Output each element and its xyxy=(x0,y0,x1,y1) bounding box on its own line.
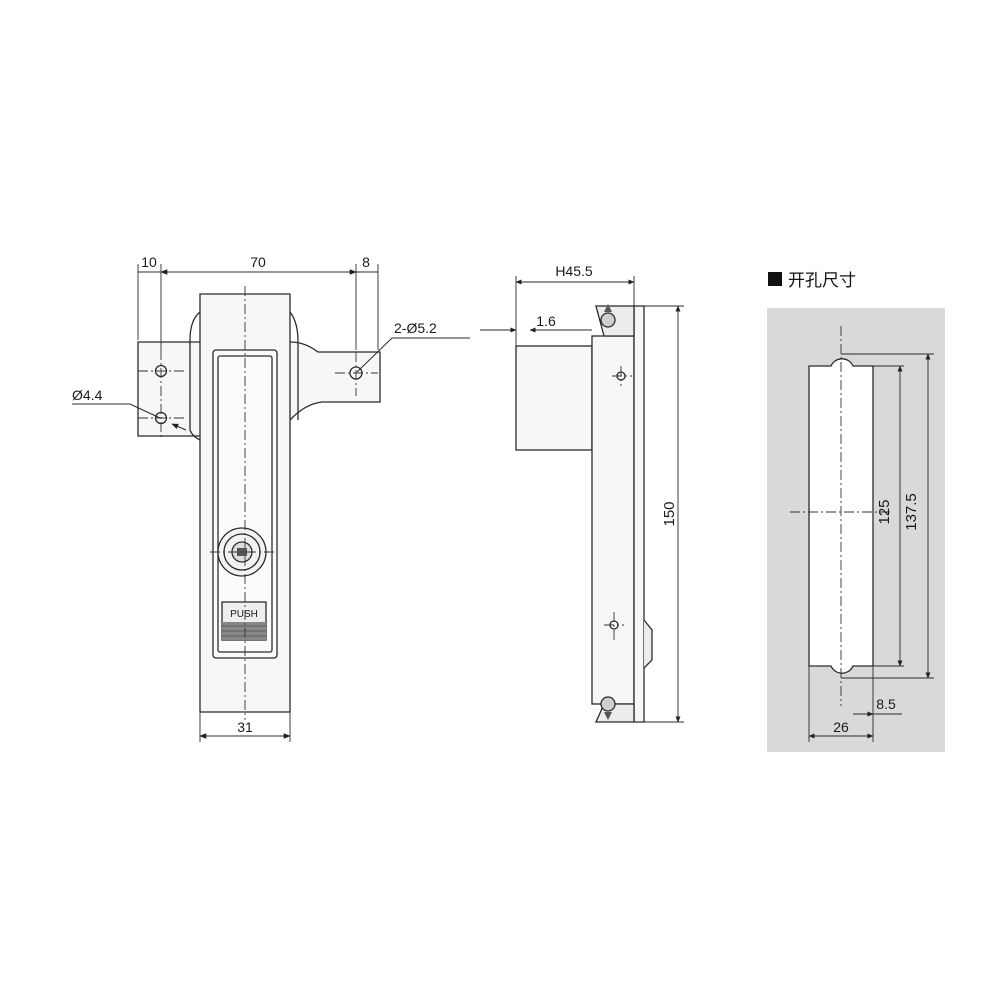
stud-bottom xyxy=(600,696,616,712)
cutout-title-text: 开孔尺寸 xyxy=(788,271,856,291)
dim-front-hole-small: Ø4.4 xyxy=(72,387,103,403)
bezel-side xyxy=(633,305,645,723)
dim-front-width: 31 xyxy=(237,719,253,735)
cutout-title: 开孔尺寸 xyxy=(768,266,856,291)
handle-side xyxy=(591,335,635,705)
dim-cutout-width: 26 xyxy=(833,719,849,735)
dim-cutout-inner-length: 125 xyxy=(876,499,893,524)
front-view xyxy=(72,264,470,742)
dim-front-hole-large: 2-Ø5.2 xyxy=(394,320,437,336)
dim-cutout-outer-length: 137.5 xyxy=(903,493,920,531)
side-view xyxy=(480,276,684,723)
push-label: PUSH xyxy=(230,609,258,620)
cutout-view xyxy=(767,308,945,752)
right-flange xyxy=(289,341,381,421)
dim-side-height: 150 xyxy=(661,501,678,526)
stud-top xyxy=(600,312,616,328)
lock-body-side xyxy=(515,345,593,451)
left-flange xyxy=(137,341,200,437)
dim-side-depth: H45.5 xyxy=(555,263,593,279)
dim-front-hole-pitch: 70 xyxy=(250,254,266,270)
dim-front-left-flange: 10 xyxy=(141,254,157,270)
dim-front-right-flange: 8 xyxy=(362,254,370,270)
square-bullet-icon xyxy=(768,271,782,286)
dim-cutout-notch: 8.5 xyxy=(876,696,896,712)
dim-side-thickness: 1.6 xyxy=(536,313,556,329)
